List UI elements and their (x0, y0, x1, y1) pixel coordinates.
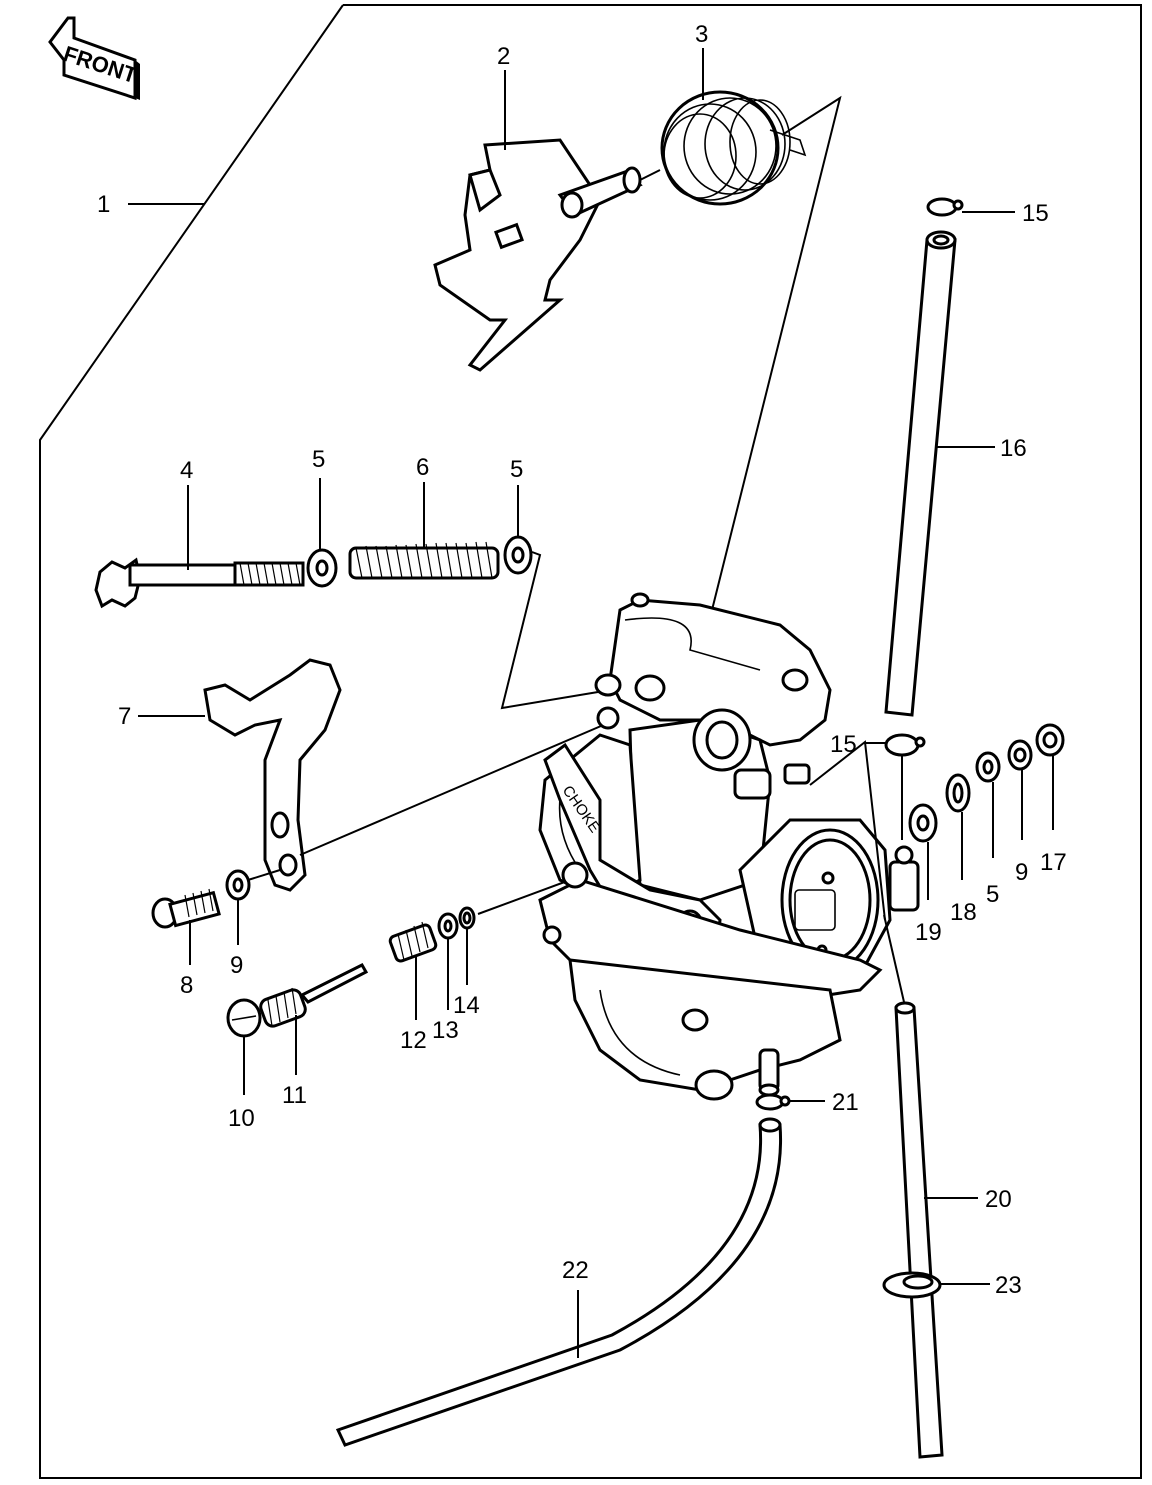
callout-3: 3 (695, 21, 708, 48)
part-2-choke-lever (433, 138, 643, 372)
callout-5-c: 5 (986, 881, 999, 908)
part-5-washer-b (503, 535, 533, 575)
part-19-washer (908, 803, 938, 843)
callout-13: 13 (432, 1017, 459, 1044)
part-6-spring (348, 541, 500, 580)
part-12-spring (388, 921, 438, 963)
part-3-return-spring (660, 90, 807, 206)
part-11-pilot-screw (259, 963, 369, 1028)
part-8-screw (151, 888, 221, 929)
callout-21: 21 (832, 1089, 859, 1116)
part-21-clip (755, 1093, 791, 1111)
part-9-lock-washer-a (225, 869, 251, 901)
callout-16: 16 (1000, 435, 1027, 462)
callout-15-a: 15 (1022, 200, 1049, 227)
part-16-vent-tube (884, 230, 957, 717)
callout-11: 11 (282, 1082, 307, 1109)
callout-2: 2 (497, 43, 510, 70)
callout-8: 8 (180, 972, 193, 999)
front-badge: FRONT (48, 16, 141, 101)
callout-1: 1 (97, 191, 110, 218)
callout-17: 17 (1040, 849, 1067, 876)
part-20-overflow-tube (883, 914, 944, 1459)
callout-6: 6 (416, 454, 429, 481)
callout-9-b: 9 (1015, 859, 1028, 886)
callout-19: 19 (915, 919, 942, 946)
part-7-bracket (203, 658, 342, 892)
part-5-washer-a (306, 548, 338, 588)
callout-23: 23 (995, 1272, 1022, 1299)
callout-20: 20 (985, 1186, 1012, 1213)
part-13-washer (437, 912, 459, 940)
callout-4: 4 (180, 457, 193, 484)
part-23-clamp (882, 1271, 942, 1299)
part-10-cap (226, 998, 262, 1038)
callout-9-a: 9 (230, 952, 243, 979)
callout-22: 22 (562, 1257, 589, 1284)
assembly-boundary (39, 4, 1142, 1479)
part-17-nut (1035, 723, 1065, 757)
callout-10: 10 (228, 1105, 255, 1132)
part-18-collar (945, 773, 971, 813)
callout-7: 7 (118, 703, 131, 730)
part-15-clip-top (926, 197, 964, 217)
callout-12: 12 (400, 1027, 427, 1054)
callout-18: 18 (950, 899, 977, 926)
part-9-lock-washer-b (1007, 739, 1033, 771)
part-5-washer-c (975, 751, 1001, 783)
callout-14: 14 (453, 992, 480, 1019)
part-4-adjuster-screw (94, 557, 305, 609)
part-22-drain-tube (335, 1117, 783, 1447)
part-1-carburetor-body: CHOKE (538, 592, 920, 1101)
part-14-o-ring (458, 906, 476, 930)
part-15-clip-mid (884, 733, 926, 757)
callout-5-b: 5 (510, 456, 523, 483)
callout-15-b: 15 (830, 731, 857, 758)
callout-5-a: 5 (312, 446, 325, 473)
